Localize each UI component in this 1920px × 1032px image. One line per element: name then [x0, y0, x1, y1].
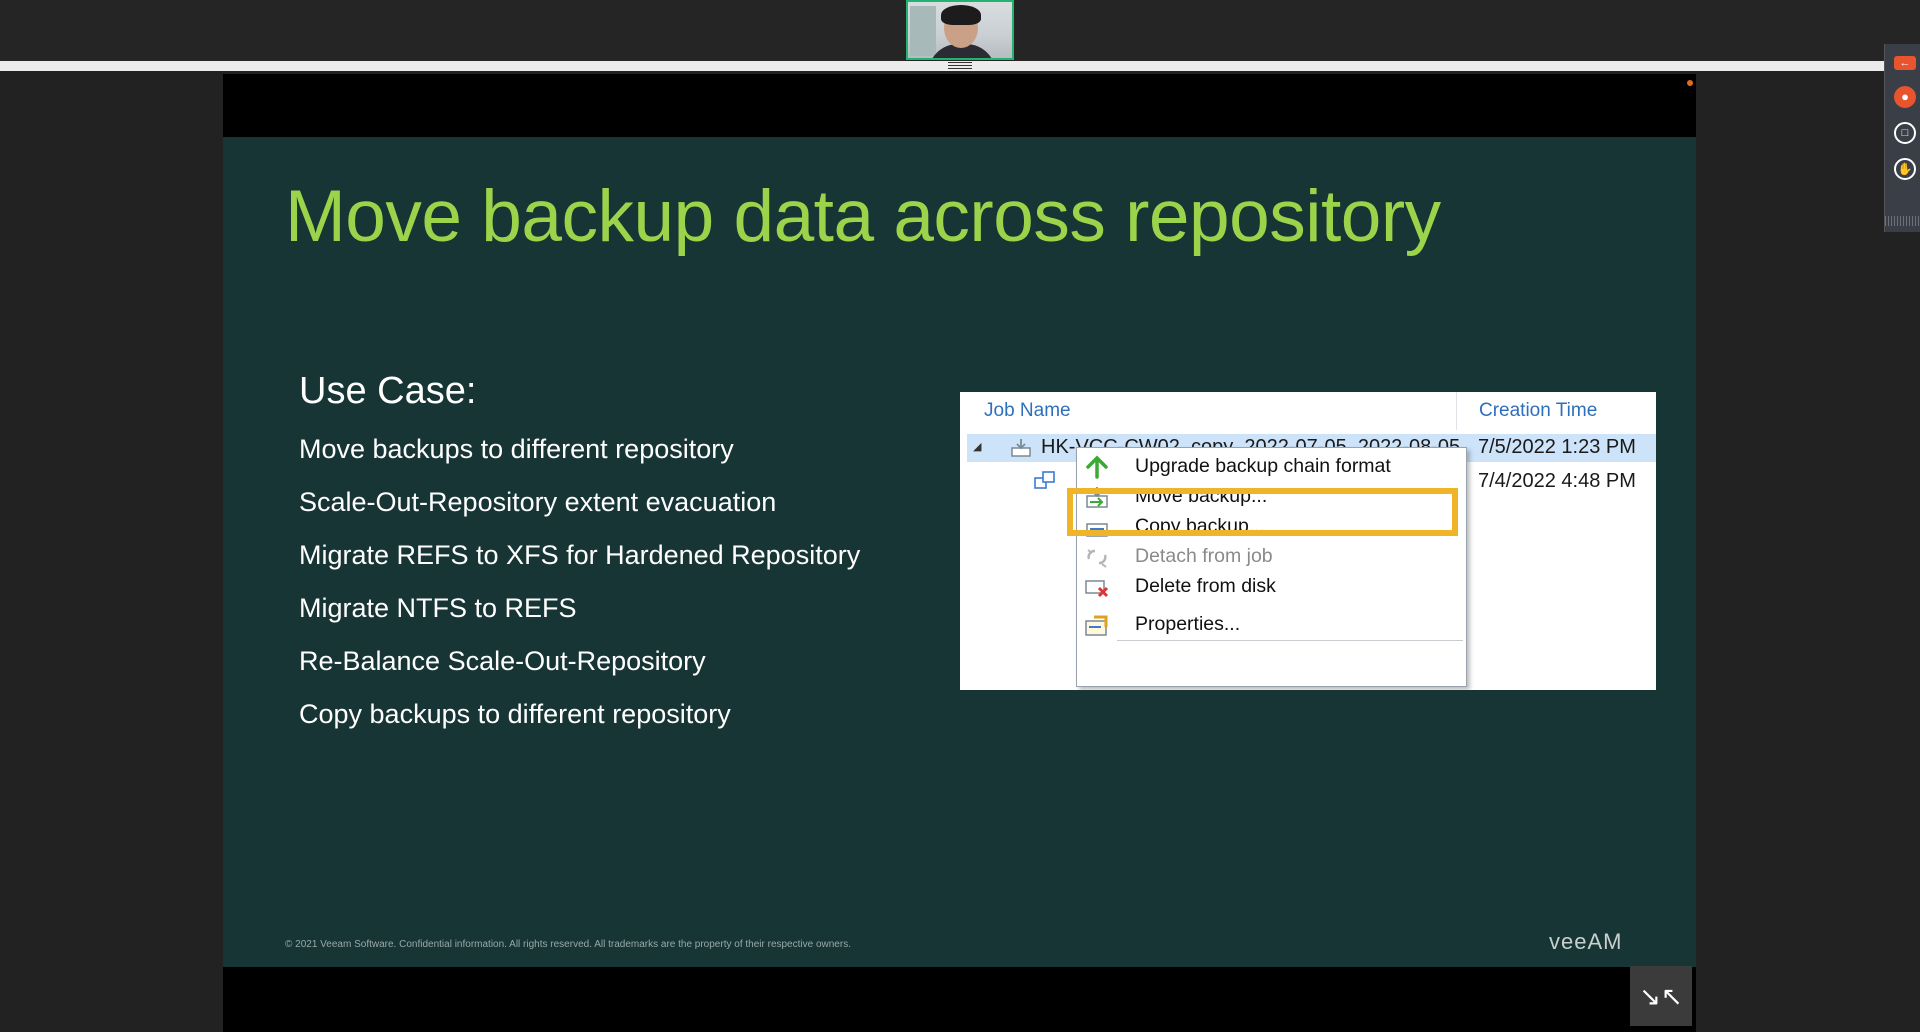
mic-muted-icon[interactable]: ●: [1894, 86, 1916, 108]
share-screen-icon[interactable]: □: [1894, 122, 1916, 144]
creation-time-cell: 7/4/2022 4:48 PM: [1478, 470, 1636, 492]
menu-item-detach-from-job[interactable]: Detach from job: [1077, 540, 1466, 574]
presentation-slide: Move backup data across repository Use C…: [223, 137, 1696, 967]
backup-job-icon: [1011, 439, 1031, 457]
creation-time-cell: 7/5/2022 1:23 PM: [1478, 436, 1636, 458]
participant-hair: [941, 5, 981, 25]
meeting-side-toolbar: ← ● □ ✋: [1884, 44, 1920, 232]
video-background: [910, 6, 936, 56]
veeam-logo: veeAM: [1549, 929, 1623, 954]
menu-item-label: Properties...: [1135, 613, 1241, 635]
column-header-creation-time: Creation Time: [1479, 400, 1598, 421]
tree-expander-icon: ◢: [973, 441, 982, 453]
participant-video-thumbnail[interactable]: [906, 0, 1014, 60]
exit-fullscreen-icon: ↘↖: [1639, 981, 1683, 1011]
menu-item-label: Detach from job: [1135, 545, 1273, 567]
menu-item-properties[interactable]: Properties...: [1077, 608, 1466, 642]
participant-body: [928, 44, 996, 58]
slide-title: Move backup data across repository: [285, 176, 1441, 257]
raise-hand-icon[interactable]: ✋: [1894, 158, 1916, 180]
delete-from-disk-icon: [1085, 580, 1109, 598]
use-case-item: Scale-Out-Repository extent evacuation: [299, 487, 777, 517]
detach-icon: [1087, 549, 1107, 568]
use-case-item: Re-Balance Scale-Out-Repository: [299, 646, 706, 676]
use-case-item: Migrate REFS to XFS for Hardened Reposit…: [299, 540, 861, 570]
green-up-arrow-icon: [1086, 455, 1108, 479]
menu-item-upgrade-backup-chain[interactable]: Upgrade backup chain format: [1077, 450, 1466, 484]
use-case-heading: Use Case:: [299, 370, 477, 412]
properties-icon: [1085, 615, 1108, 636]
collapse-arrow-icon[interactable]: ←: [1894, 56, 1916, 70]
column-header-job-name: Job Name: [984, 400, 1071, 421]
drag-handle-icon[interactable]: [948, 62, 972, 71]
recording-indicator-icon: [1687, 80, 1693, 86]
slide-footer-copyright: © 2021 Veeam Software. Confidential info…: [285, 939, 851, 950]
move-backup-highlight-box: [1067, 488, 1458, 536]
context-menu: Upgrade backup chain format Move backup.…: [1076, 447, 1467, 687]
menu-item-label: Upgrade backup chain format: [1135, 455, 1391, 477]
use-case-item: Copy backups to different repository: [299, 699, 731, 729]
use-case-item: Migrate NTFS to REFS: [299, 593, 577, 623]
toolbar-grip[interactable]: [1885, 216, 1920, 226]
menu-item-label: Delete from disk: [1135, 575, 1276, 597]
use-case-item: Move backups to different repository: [299, 434, 734, 464]
column-separator: [1456, 392, 1457, 430]
veeam-console-screenshot: Job Name Creation Time ◢ HK-VCC-CW02_cop…: [960, 392, 1656, 690]
exit-fullscreen-button[interactable]: ↘↖: [1630, 966, 1692, 1026]
use-case-list: Move backups to different repository Sca…: [299, 431, 860, 749]
vm-backup-icon: [1034, 471, 1055, 489]
menu-item-delete-from-disk[interactable]: Delete from disk: [1077, 570, 1466, 604]
menu-separator: [1117, 640, 1463, 641]
